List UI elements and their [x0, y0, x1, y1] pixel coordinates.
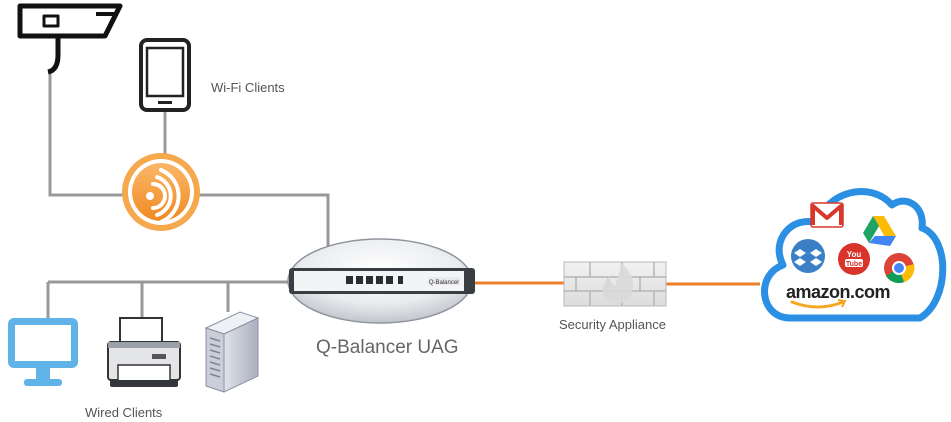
- gmail-icon: [810, 202, 844, 228]
- security-appliance-label: Security Appliance: [559, 317, 666, 332]
- server-icon: [204, 311, 260, 393]
- dropbox-icon: [791, 239, 825, 273]
- firewall-icon: [563, 261, 667, 307]
- smartphone-icon: [139, 38, 191, 112]
- wired-clients-label: Wired Clients: [85, 405, 163, 420]
- monitor-icon: [8, 318, 78, 386]
- wifi-clients-label: Wi-Fi Clients: [211, 80, 285, 95]
- youtube-tube: Tube: [846, 261, 862, 268]
- chrome-icon: [884, 253, 915, 283]
- flame-icon: [602, 262, 634, 304]
- security-camera-icon: [17, 3, 123, 75]
- amazon-logo: amazon.com: [786, 282, 891, 309]
- amazon-text: amazon.com: [786, 282, 890, 302]
- youtube-you: You: [847, 250, 862, 259]
- device-badge: Q-Balancer: [429, 280, 459, 286]
- google-drive-icon: [863, 216, 896, 246]
- qbalancer-uag-device: Q-Balancer: [287, 238, 475, 324]
- printer-icon: [107, 317, 181, 387]
- qbalancer-uag-label: Q-Balancer UAG: [316, 337, 459, 358]
- wifi-access-point-icon: [122, 153, 200, 231]
- youtube-icon: You Tube: [838, 243, 870, 275]
- internet-links: [470, 281, 760, 286]
